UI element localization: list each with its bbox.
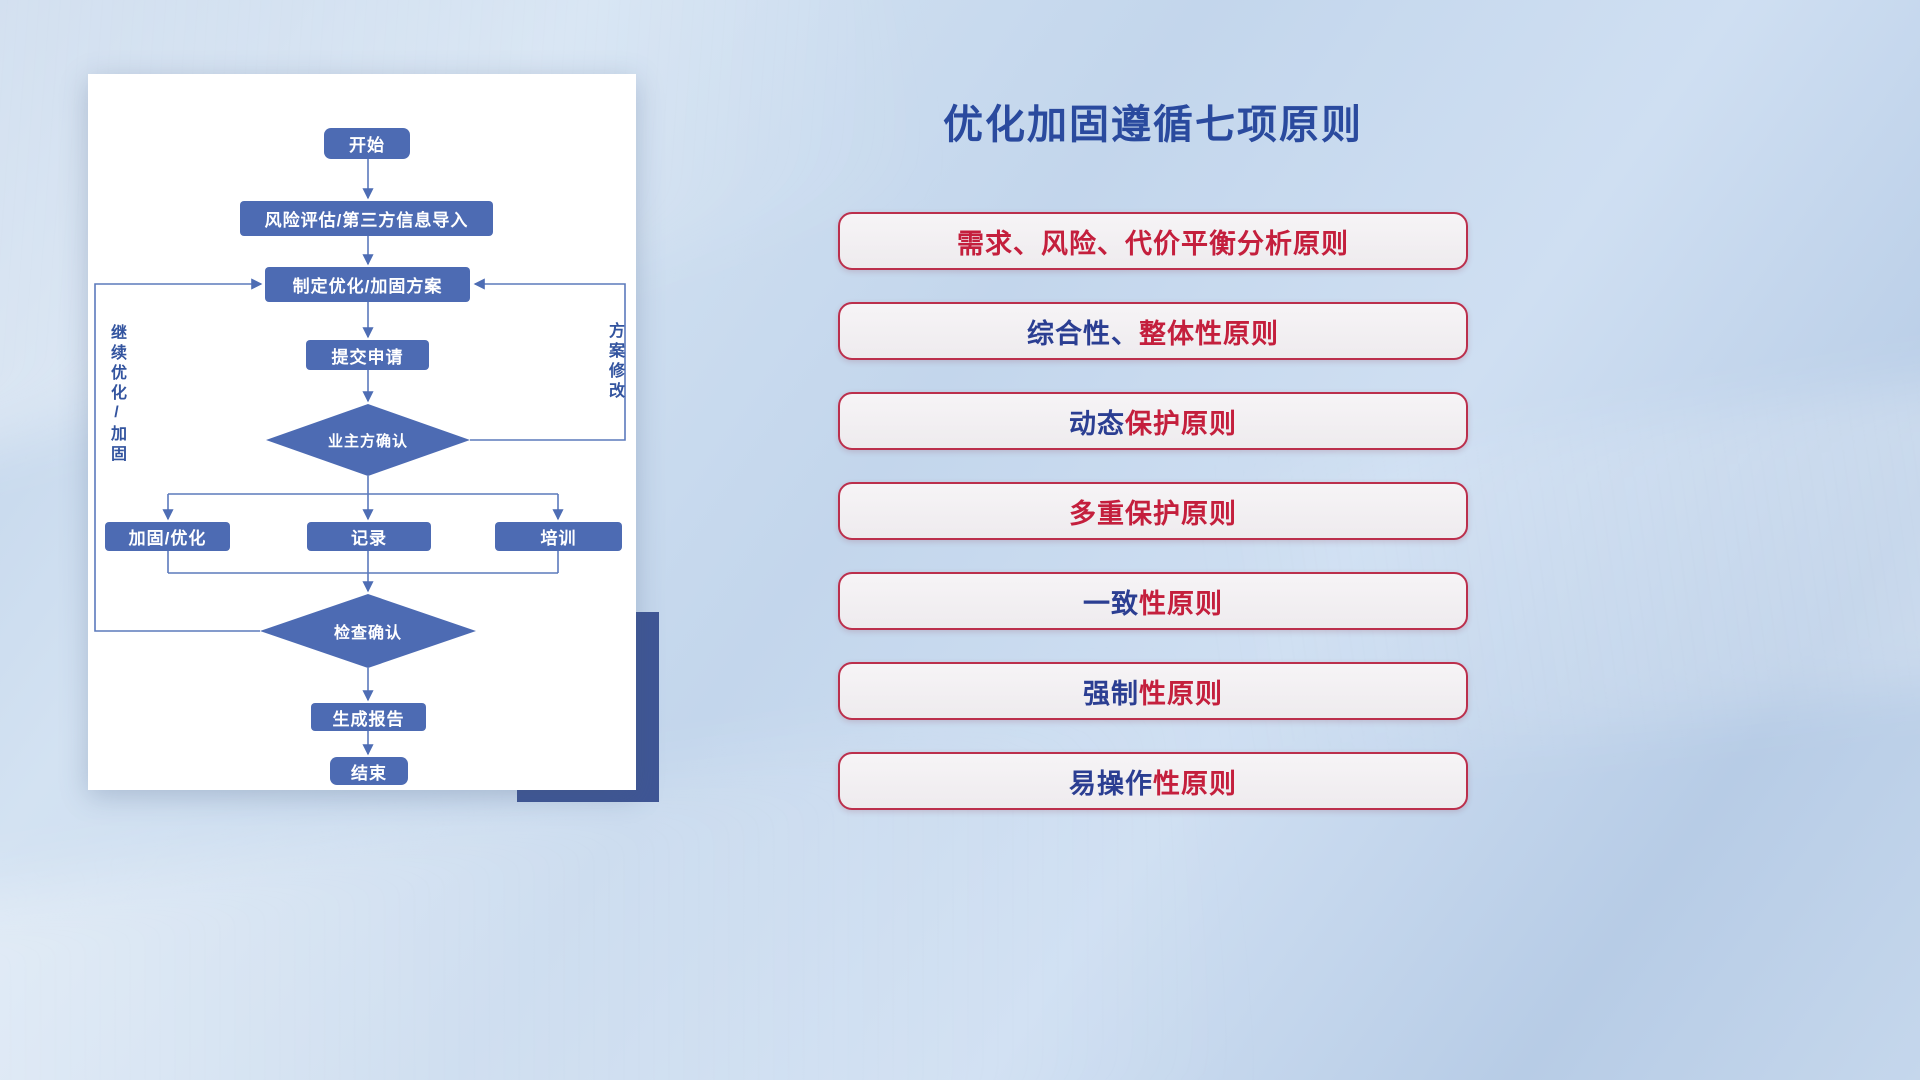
principle-text: 需求、风险、代价平衡分析原则: [957, 228, 1349, 259]
flowchart-card: 开始 风险评估/第三方信息导入 制定优化/加固方案 提交申请 业主方确认 加固/…: [88, 74, 636, 790]
principle-text: 多重保护原则: [1069, 498, 1237, 529]
node-start: 开始: [324, 128, 410, 159]
principle-highlight-text: 强制: [1083, 678, 1139, 709]
principles-panel: 优化加固遵循七项原则 需求、风险、代价平衡分析原则 综合性、整体性原则 动态保护…: [838, 92, 1468, 842]
principle-text: 整体性原则: [1139, 318, 1279, 349]
principle-item: 动态保护原则: [838, 392, 1468, 450]
principle-item: 综合性、整体性原则: [838, 302, 1468, 360]
node-end: 结束: [330, 757, 408, 785]
node-submit-request: 提交申请: [306, 340, 429, 370]
label-continue-optimize: 继续优化/加固: [108, 324, 125, 465]
label-plan-revise: 方案修改: [606, 322, 623, 402]
principle-highlight-text: 动态: [1069, 408, 1125, 439]
principle-item: 多重保护原则: [838, 482, 1468, 540]
node-record: 记录: [307, 522, 431, 551]
panel-title: 优化加固遵循七项原则: [943, 103, 1363, 147]
principle-text: 性原则: [1139, 678, 1223, 709]
principle-item: 强制性原则: [838, 662, 1468, 720]
node-make-plan: 制定优化/加固方案: [265, 267, 470, 302]
principle-item: 一致性原则: [838, 572, 1468, 630]
node-harden-optimize: 加固/优化: [105, 522, 230, 551]
principle-item: 易操作性原则: [838, 752, 1468, 810]
node-generate-report: 生成报告: [311, 703, 426, 731]
flowchart-connectors: [94, 159, 626, 756]
principles-list: 需求、风险、代价平衡分析原则 综合性、整体性原则 动态保护原则 多重保护原则 一…: [838, 212, 1468, 810]
principle-highlight-text: 一致: [1083, 588, 1139, 619]
principle-highlight-text: 易操作: [1069, 768, 1153, 799]
node-risk-assessment: 风险评估/第三方信息导入: [240, 201, 493, 236]
principle-text: 性原则: [1153, 768, 1237, 799]
principle-text: 保护原则: [1125, 408, 1237, 439]
principle-highlight-text: 综合性、: [1027, 318, 1139, 349]
principle-text: 性原则: [1139, 588, 1223, 619]
node-training: 培训: [495, 522, 622, 551]
principle-item: 需求、风险、代价平衡分析原则: [838, 212, 1468, 270]
